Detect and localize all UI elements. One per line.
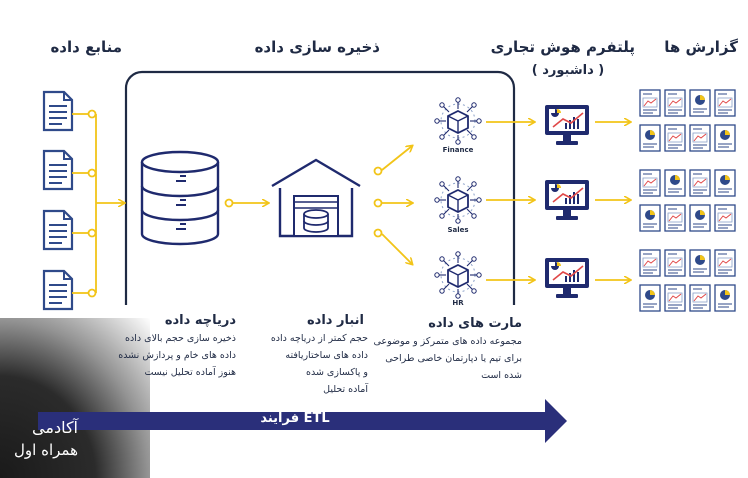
mart-label: Sales bbox=[447, 226, 469, 234]
source-connectors bbox=[72, 109, 124, 298]
document-icon bbox=[42, 149, 74, 191]
lake-title: دریاچه داده bbox=[164, 313, 236, 328]
reports-header: گزارش ها bbox=[664, 38, 738, 56]
report-icon bbox=[639, 169, 736, 232]
lake-description: ذخیره سازی حجم بالای داده داده های خام و… bbox=[118, 333, 236, 378]
monitor-chart-icon bbox=[544, 179, 590, 221]
cube-network-icon bbox=[433, 250, 483, 300]
monitor-chart-icon bbox=[544, 257, 590, 299]
brand-corner-shade bbox=[0, 318, 150, 478]
dashboard-to-report-connectors bbox=[595, 122, 630, 280]
document-icon bbox=[42, 269, 74, 311]
database-icon bbox=[140, 150, 220, 246]
bi-subheader: ( داشبورد ) bbox=[531, 63, 605, 78]
mart-label: HR bbox=[452, 299, 464, 307]
warehouse-to-mart-connectors bbox=[373, 146, 413, 264]
warehouse-icon bbox=[271, 158, 361, 238]
brand-line-2: همراه اول bbox=[14, 441, 78, 459]
mart-title: مارت های داده bbox=[428, 316, 522, 331]
storage-header: ذخیره سازی داده bbox=[254, 38, 380, 56]
etl-label: فرآیند ETL bbox=[260, 411, 330, 426]
report-icon bbox=[639, 249, 736, 312]
monitor-chart-icon bbox=[544, 104, 590, 146]
warehouse-title: انبار داده bbox=[306, 313, 364, 328]
mart-description: مجموعه داده های متمرکز و موضوعی برای تیم… bbox=[373, 336, 523, 381]
report-icon bbox=[639, 89, 736, 152]
storage-enclosure bbox=[124, 70, 516, 305]
cube-network-icon bbox=[433, 175, 483, 225]
sources-header: منابع داده bbox=[50, 38, 122, 56]
mart-label: Finance bbox=[442, 146, 474, 154]
brand-line-1: آکادمی bbox=[32, 418, 78, 437]
document-icon bbox=[42, 209, 74, 251]
etl-arrow bbox=[38, 399, 567, 443]
document-icon bbox=[42, 90, 74, 132]
cube-network-icon bbox=[433, 96, 483, 146]
bi-header: پلتفرم هوش تجاری bbox=[490, 38, 635, 56]
warehouse-description: حجم کمتر از دریاچه داده داده های ساختاری… bbox=[270, 333, 368, 395]
mart-to-dashboard-connectors bbox=[486, 122, 534, 280]
lake-to-warehouse-connector bbox=[224, 198, 269, 208]
